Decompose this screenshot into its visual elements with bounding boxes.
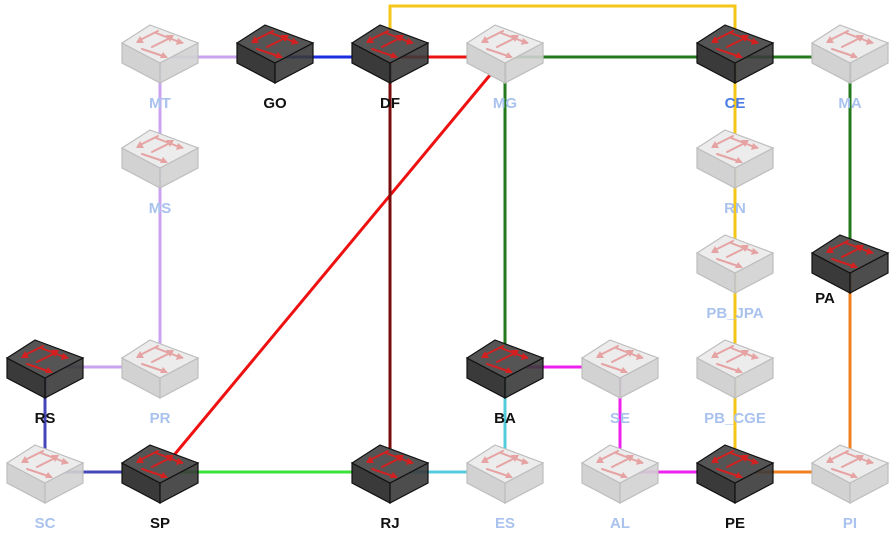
node-label: BA (494, 410, 516, 427)
router-icon (120, 444, 200, 504)
router-icon (810, 234, 890, 294)
node-label: SC (35, 515, 56, 532)
router-node-ba[interactable]: BA (465, 339, 545, 427)
router-icon (465, 339, 545, 399)
node-label: MT (149, 95, 171, 112)
router-icon (810, 24, 890, 84)
router-node-rj[interactable]: RJ (350, 444, 430, 532)
node-label: PB_JPA (706, 305, 763, 322)
router-node-rn[interactable]: RN (695, 129, 775, 217)
node-label: PB_CGE (704, 410, 766, 427)
router-icon (695, 129, 775, 189)
router-icon (465, 444, 545, 504)
router-node-rs[interactable]: RS (5, 339, 85, 427)
node-label: PR (150, 410, 171, 427)
router-icon (5, 339, 85, 399)
node-label: RN (724, 200, 746, 217)
router-node-ms[interactable]: MS (120, 129, 200, 217)
router-node-al[interactable]: AL (580, 444, 660, 532)
router-node-pi[interactable]: PI (810, 444, 890, 532)
router-icon (580, 444, 660, 504)
node-label: RS (35, 410, 56, 427)
router-icon (580, 339, 660, 399)
router-icon (695, 24, 775, 84)
node-label: DF (380, 95, 400, 112)
router-icon (120, 129, 200, 189)
node-label: AL (610, 515, 630, 532)
router-icon (120, 24, 200, 84)
node-label: SP (150, 515, 170, 532)
router-node-ce[interactable]: CE (695, 24, 775, 112)
router-node-pr[interactable]: PR (120, 339, 200, 427)
router-node-sp[interactable]: SP (120, 444, 200, 532)
router-node-pe[interactable]: PE (695, 444, 775, 532)
link-df-ce (388, 4, 737, 57)
router-icon (810, 444, 890, 504)
router-node-ma[interactable]: MA (810, 24, 890, 112)
node-label: ES (495, 515, 515, 532)
router-icon (350, 444, 430, 504)
router-node-sc[interactable]: SC (5, 444, 85, 532)
router-node-pa[interactable]: PA (810, 234, 890, 307)
node-label: RJ (380, 515, 399, 532)
router-icon (5, 444, 85, 504)
router-icon (465, 24, 545, 84)
node-label: MG (493, 95, 517, 112)
node-label: PI (843, 515, 857, 532)
router-node-mt[interactable]: MT (120, 24, 200, 112)
router-icon (350, 24, 430, 84)
node-label: PE (725, 515, 745, 532)
node-label: MS (149, 200, 172, 217)
router-node-se[interactable]: SE (580, 339, 660, 427)
nodes-layer: MT GO DF MG CE MA MS RN PA PB_JPA RS PR BA SE PB_CGE SC… (5, 24, 890, 532)
node-label: CE (725, 95, 746, 112)
router-icon (695, 234, 775, 294)
node-label: MA (838, 95, 861, 112)
router-node-mg[interactable]: MG (465, 24, 545, 112)
node-label: GO (263, 95, 287, 112)
router-icon (695, 444, 775, 504)
router-node-pb-cge[interactable]: PB_CGE (695, 339, 775, 427)
link-mg-sp (158, 56, 507, 473)
router-node-es[interactable]: ES (465, 444, 545, 532)
node-label: PA (815, 290, 835, 307)
router-icon (235, 24, 315, 84)
node-label: SE (610, 410, 630, 427)
router-node-go[interactable]: GO (235, 24, 315, 112)
router-node-pb-jpa[interactable]: PB_JPA (695, 234, 775, 322)
router-icon (120, 339, 200, 399)
router-node-df[interactable]: DF (350, 24, 430, 112)
router-icon (695, 339, 775, 399)
